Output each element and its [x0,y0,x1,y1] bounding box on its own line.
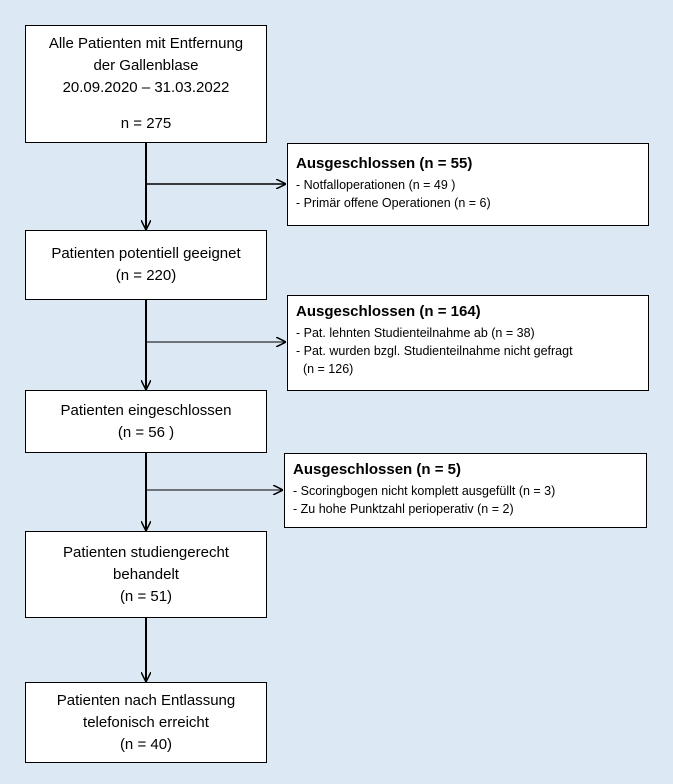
box4-line-3: (n = 51) [119,587,173,605]
box1-line-1: Alle Patienten mit Entfernung [48,35,244,52]
box-included: Patienten eingeschlossen (n = 56 ) [25,390,267,453]
box4-line-2: behandelt [113,565,179,583]
box3-line-1: Patienten eingeschlossen [60,401,232,419]
box1-line-2: der Gallenblase [93,57,199,74]
box-potentially-eligible: Patienten potentiell geeignet (n = 220) [25,230,267,300]
box4-line-1: Patienten studiengerecht [63,543,229,561]
box-reached-by-phone: Patienten nach Entlassung telefonisch er… [25,682,267,763]
box2-line-1: Patienten potentiell geeignet [51,245,241,262]
exclusion-3-item-2: - Zu hohe Punktzahl perioperativ (n = 2) [293,502,514,516]
exclusion-1-title: Ausgeschlossen (n = 55) [296,155,473,172]
box1-line-3: 20.09.2020 – 31.03.2022 [62,79,230,96]
exclusion-2-item-2: - Pat. wurden bzgl. Studienteilnahme nic… [296,344,573,358]
box5-line-2: telefonisch erreicht [83,713,209,731]
box2-line-2: (n = 220) [115,267,177,284]
exclusion-3-title: Ausgeschlossen (n = 5) [293,461,461,478]
exclusion-box-2: Ausgeschlossen (n = 164) - Pat. lehnten … [287,295,649,391]
box-treated-per-protocol: Patienten studiengerecht behandelt (n = … [25,531,267,618]
exclusion-1-item-1: - Notfalloperationen (n = 49 ) [296,178,456,192]
exclusion-box-3: Ausgeschlossen (n = 5) - Scoringbogen ni… [284,453,647,528]
exclusion-2-title: Ausgeschlossen (n = 164) [296,303,481,320]
exclusion-2-item-3: (n = 126) [296,362,354,376]
box-all-patients: Alle Patienten mit Entfernung der Gallen… [25,25,267,143]
box1-count: n = 275 [120,115,172,132]
exclusion-3-item-1: - Scoringbogen nicht komplett ausgefüllt… [293,484,556,498]
box3-line-2: (n = 56 ) [117,423,175,441]
box5-line-3: (n = 40) [119,735,173,753]
exclusion-box-1: Ausgeschlossen (n = 55) - Notfalloperati… [287,143,649,226]
exclusion-1-item-2: - Primär offene Operationen (n = 6) [296,196,491,210]
box5-line-1: Patienten nach Entlassung [56,691,236,709]
exclusion-2-item-1: - Pat. lehnten Studienteilnahme ab (n = … [296,326,535,340]
